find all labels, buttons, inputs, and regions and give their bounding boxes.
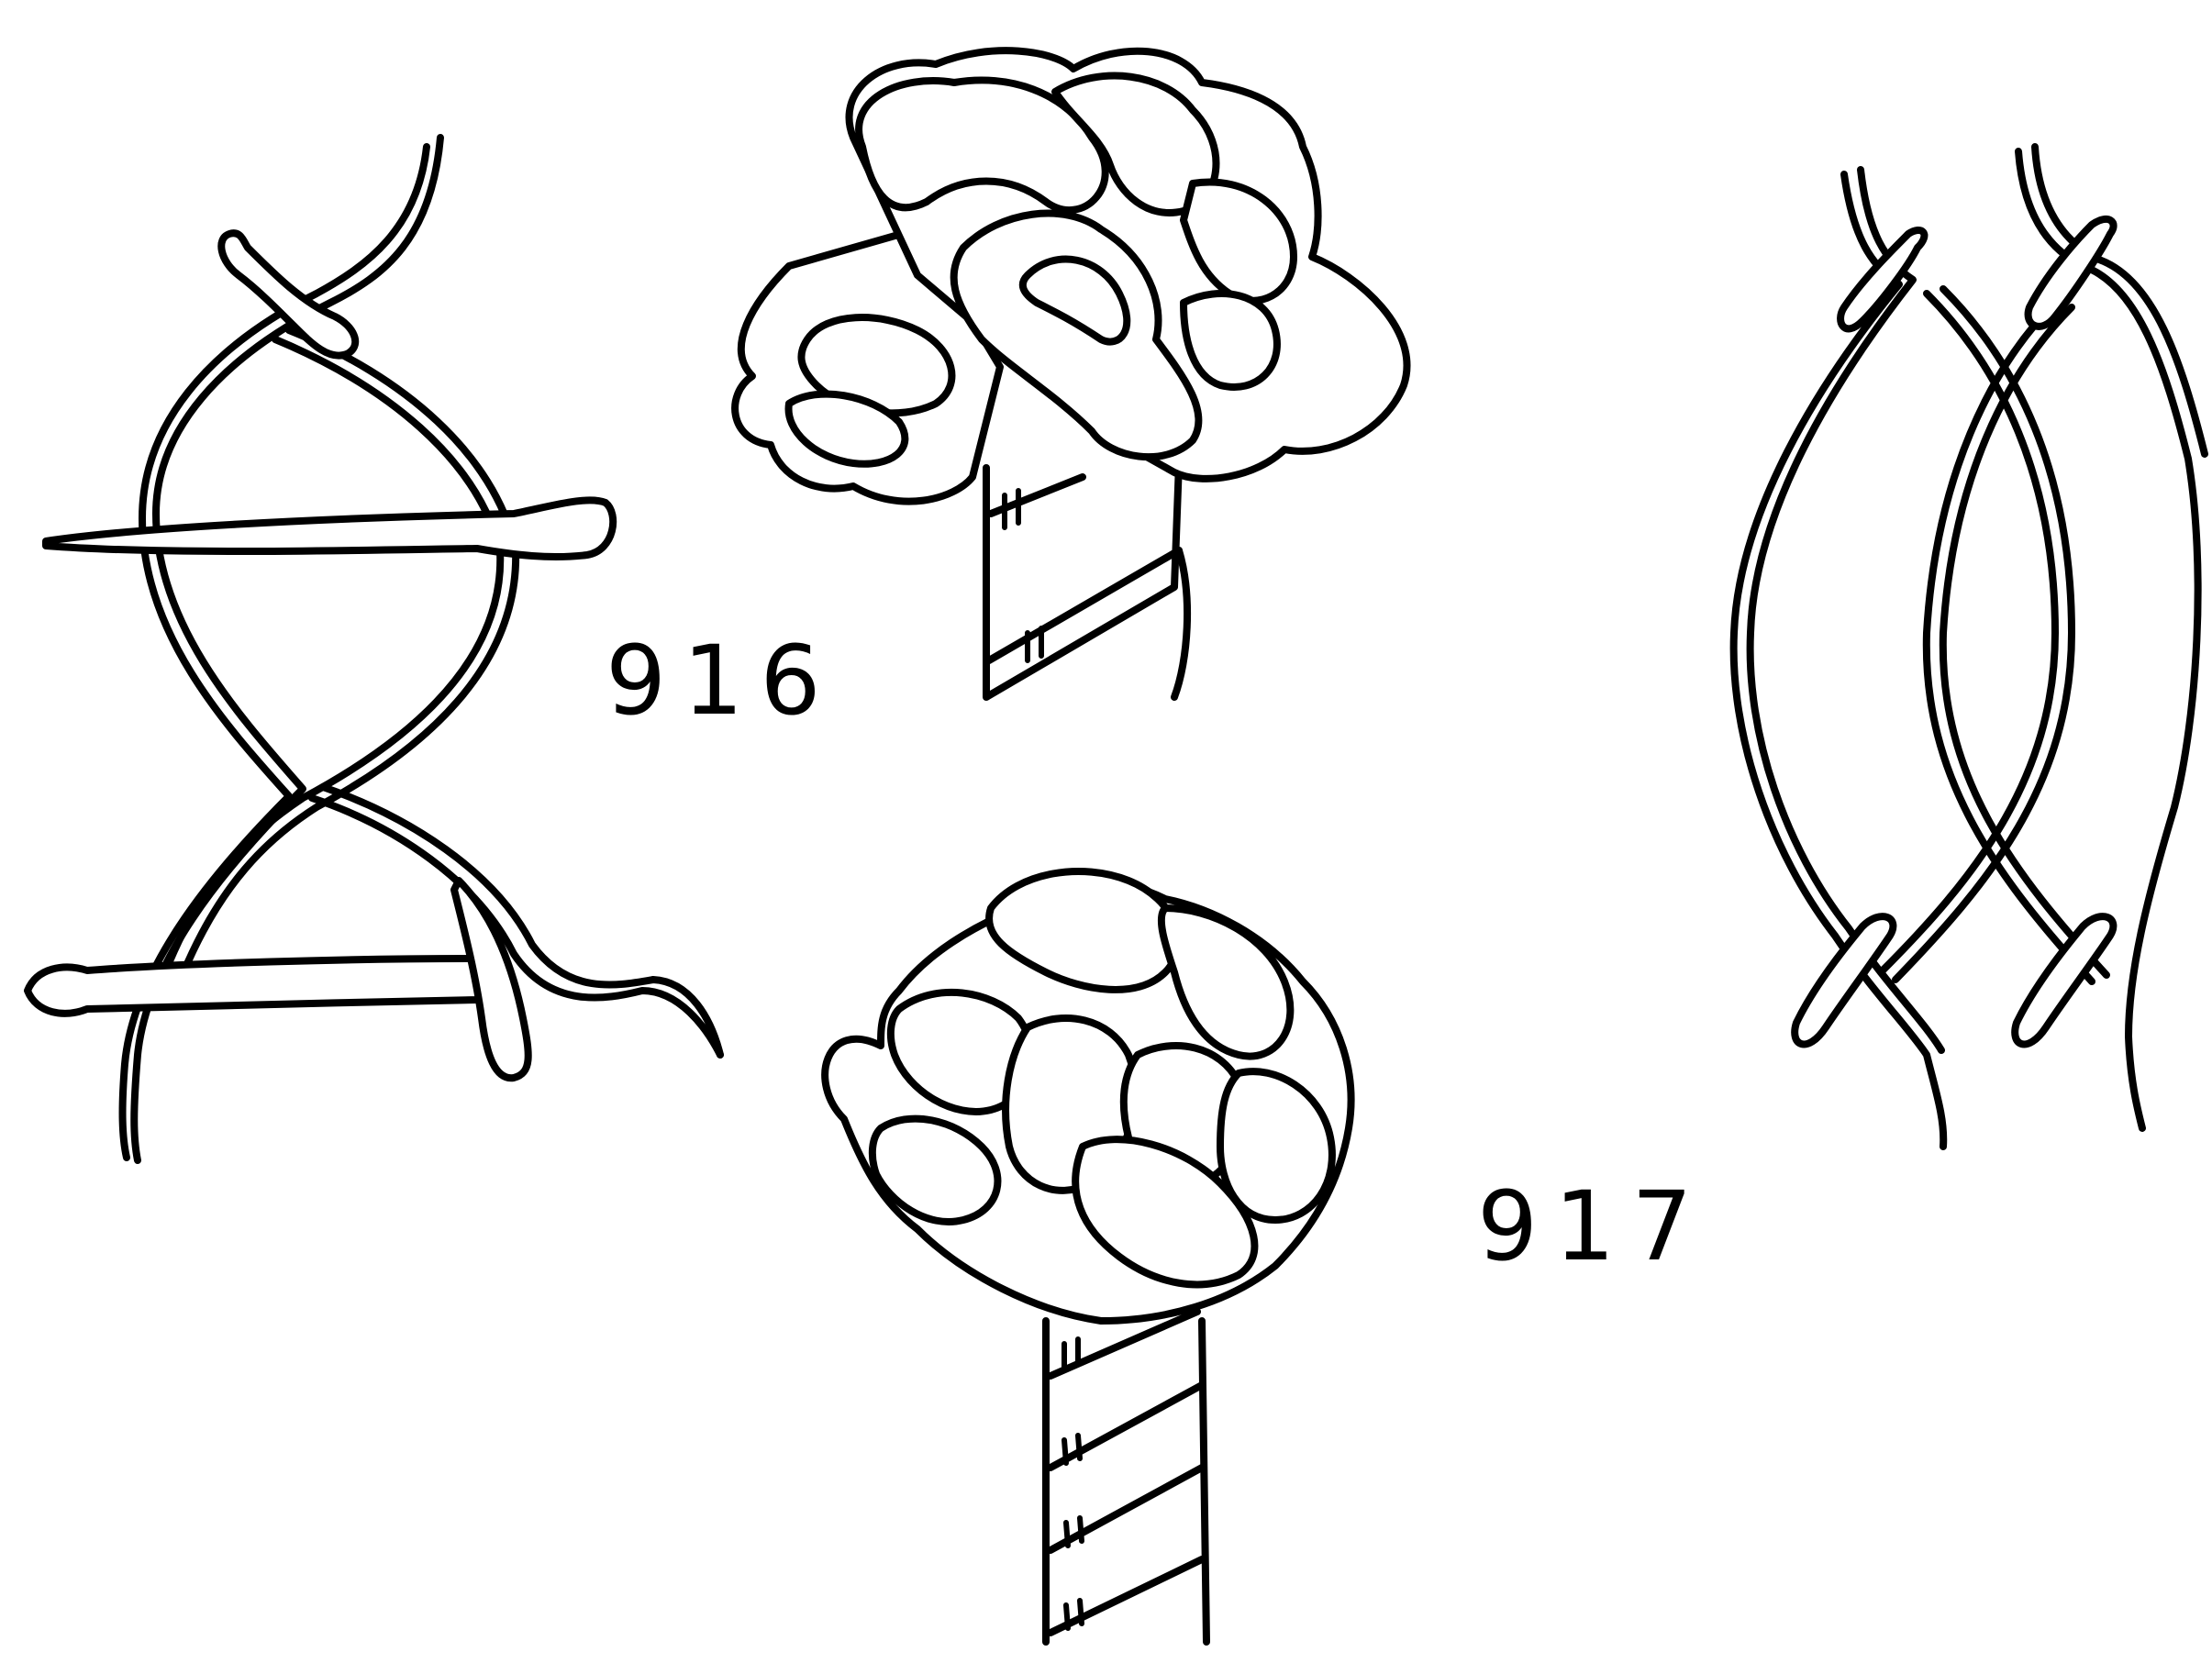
knot-917 [825,871,1351,1642]
right-lacing-diagram [1734,147,2205,1147]
knot-916 [735,50,1406,697]
figure-label-917: 917 [1477,1179,1709,1274]
figure-label-916: 916 [606,633,838,728]
